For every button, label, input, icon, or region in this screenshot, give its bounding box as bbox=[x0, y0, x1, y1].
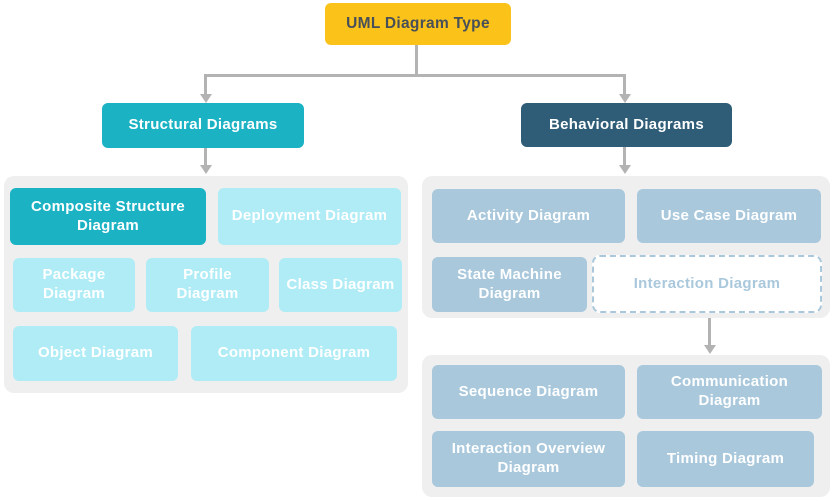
node-behavioral-diagrams: Behavioral Diagrams bbox=[521, 103, 732, 147]
node-state-machine-diagram: State Machine Diagram bbox=[432, 257, 587, 312]
node-communication-diagram: Communication Diagram bbox=[637, 365, 822, 419]
arrowhead-to-structural-panel bbox=[199, 165, 212, 174]
node-profile-diagram: Profile Diagram bbox=[146, 258, 269, 312]
node-package-diagram: Package Diagram bbox=[13, 258, 135, 312]
connector-interaction-to-panel bbox=[708, 313, 711, 346]
node-structural-diagrams: Structural Diagrams bbox=[102, 103, 304, 148]
node-use-case-diagram: Use Case Diagram bbox=[637, 189, 821, 243]
arrowhead-to-interaction-panel bbox=[703, 345, 716, 354]
arrowhead-to-structural bbox=[199, 94, 212, 103]
connector-behavioral-to-panel bbox=[623, 147, 626, 166]
node-activity-diagram: Activity Diagram bbox=[432, 189, 625, 243]
arrowhead-to-behavioral-panel bbox=[618, 165, 631, 174]
node-class-diagram: Class Diagram bbox=[279, 258, 402, 312]
node-timing-diagram: Timing Diagram bbox=[637, 431, 814, 487]
connector-behavioral-stem bbox=[623, 74, 626, 95]
connector-structural-stem bbox=[204, 74, 207, 95]
node-object-diagram: Object Diagram bbox=[13, 326, 178, 381]
node-deployment-diagram: Deployment Diagram bbox=[218, 188, 401, 245]
node-component-diagram: Component Diagram bbox=[191, 326, 397, 381]
connector-root-stem bbox=[415, 45, 418, 74]
node-composite-structure-diagram: Composite Structure Diagram bbox=[10, 188, 206, 245]
node-interaction-overview-diagram: Interaction Overview Diagram bbox=[432, 431, 625, 487]
node-sequence-diagram: Sequence Diagram bbox=[432, 365, 625, 419]
node-uml-diagram-type: UML Diagram Type bbox=[325, 3, 511, 45]
connector-branch-horizontal bbox=[204, 74, 626, 77]
node-interaction-diagram: Interaction Diagram bbox=[592, 255, 822, 313]
arrowhead-to-behavioral bbox=[618, 94, 631, 103]
connector-structural-to-panel bbox=[204, 148, 207, 166]
